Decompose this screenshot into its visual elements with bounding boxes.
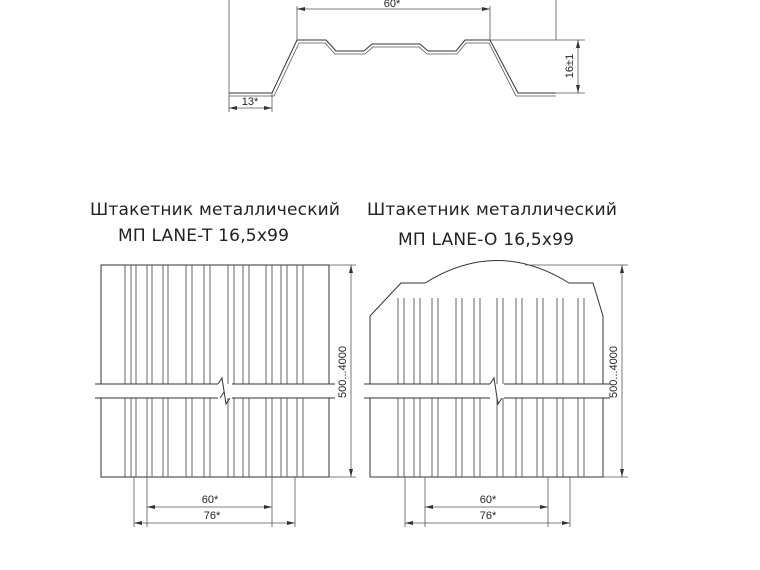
picket-t-outline [100,264,330,478]
arrow-head [576,85,580,93]
break-zigzag [489,376,503,406]
picket-o-length-label: 500...4000 [608,346,620,398]
picket-t-outer-width-label: 76* [204,510,221,522]
profile-outline-inner [229,42,556,97]
arrow-head [482,7,490,11]
picket-o-drawing: 500...4000 60* 76* [362,260,628,527]
arrow-head [425,505,433,509]
profile-section: 60* 16±1 13* [228,0,585,112]
profile-width-label: 60* [384,0,401,10]
picket-t-title-line2: МП LANE-T 16,5х99 [118,226,290,246]
picket-o-outer-width-label: 76* [480,510,497,522]
arrow-head [620,265,624,273]
break-zigzag [217,376,231,406]
profile-flange-label: 13* [242,96,259,108]
picket-t-ribs [124,265,304,477]
arrow-head [297,7,305,11]
arrow-head [349,265,353,273]
arrow-head [540,505,548,509]
arrow-head [620,469,624,477]
arrow-head [264,505,272,509]
arrow-head [229,106,237,110]
picket-t-title-line1: Штакетник металлический [90,200,341,220]
picket-o-outline [369,260,604,478]
arrow-head [562,521,570,525]
picket-t-drawing: 500...4000 60* 76* [95,264,356,527]
arrow-head [405,521,413,525]
picket-t-length-label: 500...4000 [337,346,349,398]
picket-o-inner-width-label: 60* [480,494,497,506]
arrow-head [134,521,142,525]
picket-o-title-line2: МП LANE-O 16,5х99 [398,230,575,250]
picket-o-title-line1: Штакетник металлический [367,200,618,220]
arrow-head [264,106,272,110]
arrow-head [287,521,295,525]
profile-outline [229,39,556,94]
profile-height-label: 16±1 [564,54,576,78]
picket-t-inner-width-label: 60* [202,494,219,506]
picket-o-break-gap [362,384,610,398]
arrow-head [147,505,155,509]
arrow-head [576,40,580,48]
break-zigzag [219,391,225,399]
arrow-head [349,469,353,477]
picket-t-break-gap [95,384,335,398]
